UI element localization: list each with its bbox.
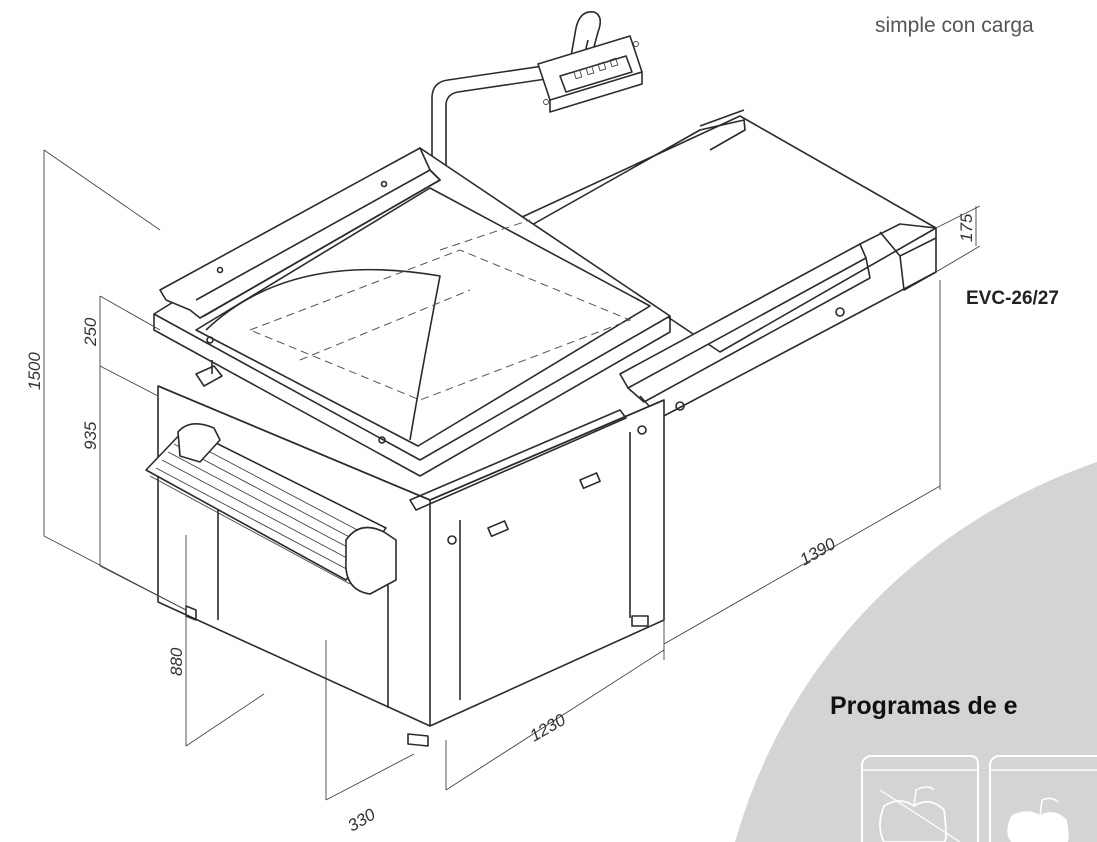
dim-lid-height: 250 [81, 317, 100, 347]
dim-table-height: 935 [81, 421, 100, 450]
dim-total-height: 1500 [25, 352, 44, 390]
control-display [537, 35, 643, 113]
dimension-lines [43, 149, 981, 801]
vacuum-bag-apple-icon [861, 755, 979, 842]
output-conveyor [451, 109, 937, 419]
programs-heading: Programas de e [830, 692, 1018, 720]
vacuum-bag-apple-simple-icon [989, 755, 1097, 842]
dim-conveyor-height: 175 [957, 213, 976, 242]
dim-total-length: 1390 [797, 534, 840, 570]
vacuum-chamber-lid [153, 147, 671, 477]
dim-depth-step: 880 [167, 647, 186, 676]
control-arm [431, 11, 602, 175]
input-conveyor-belt [145, 423, 397, 595]
header-text: simple con carga [875, 14, 1034, 37]
model-label: EVC-26/27 [966, 288, 1059, 309]
dim-foot-offset: 330 [345, 805, 380, 836]
